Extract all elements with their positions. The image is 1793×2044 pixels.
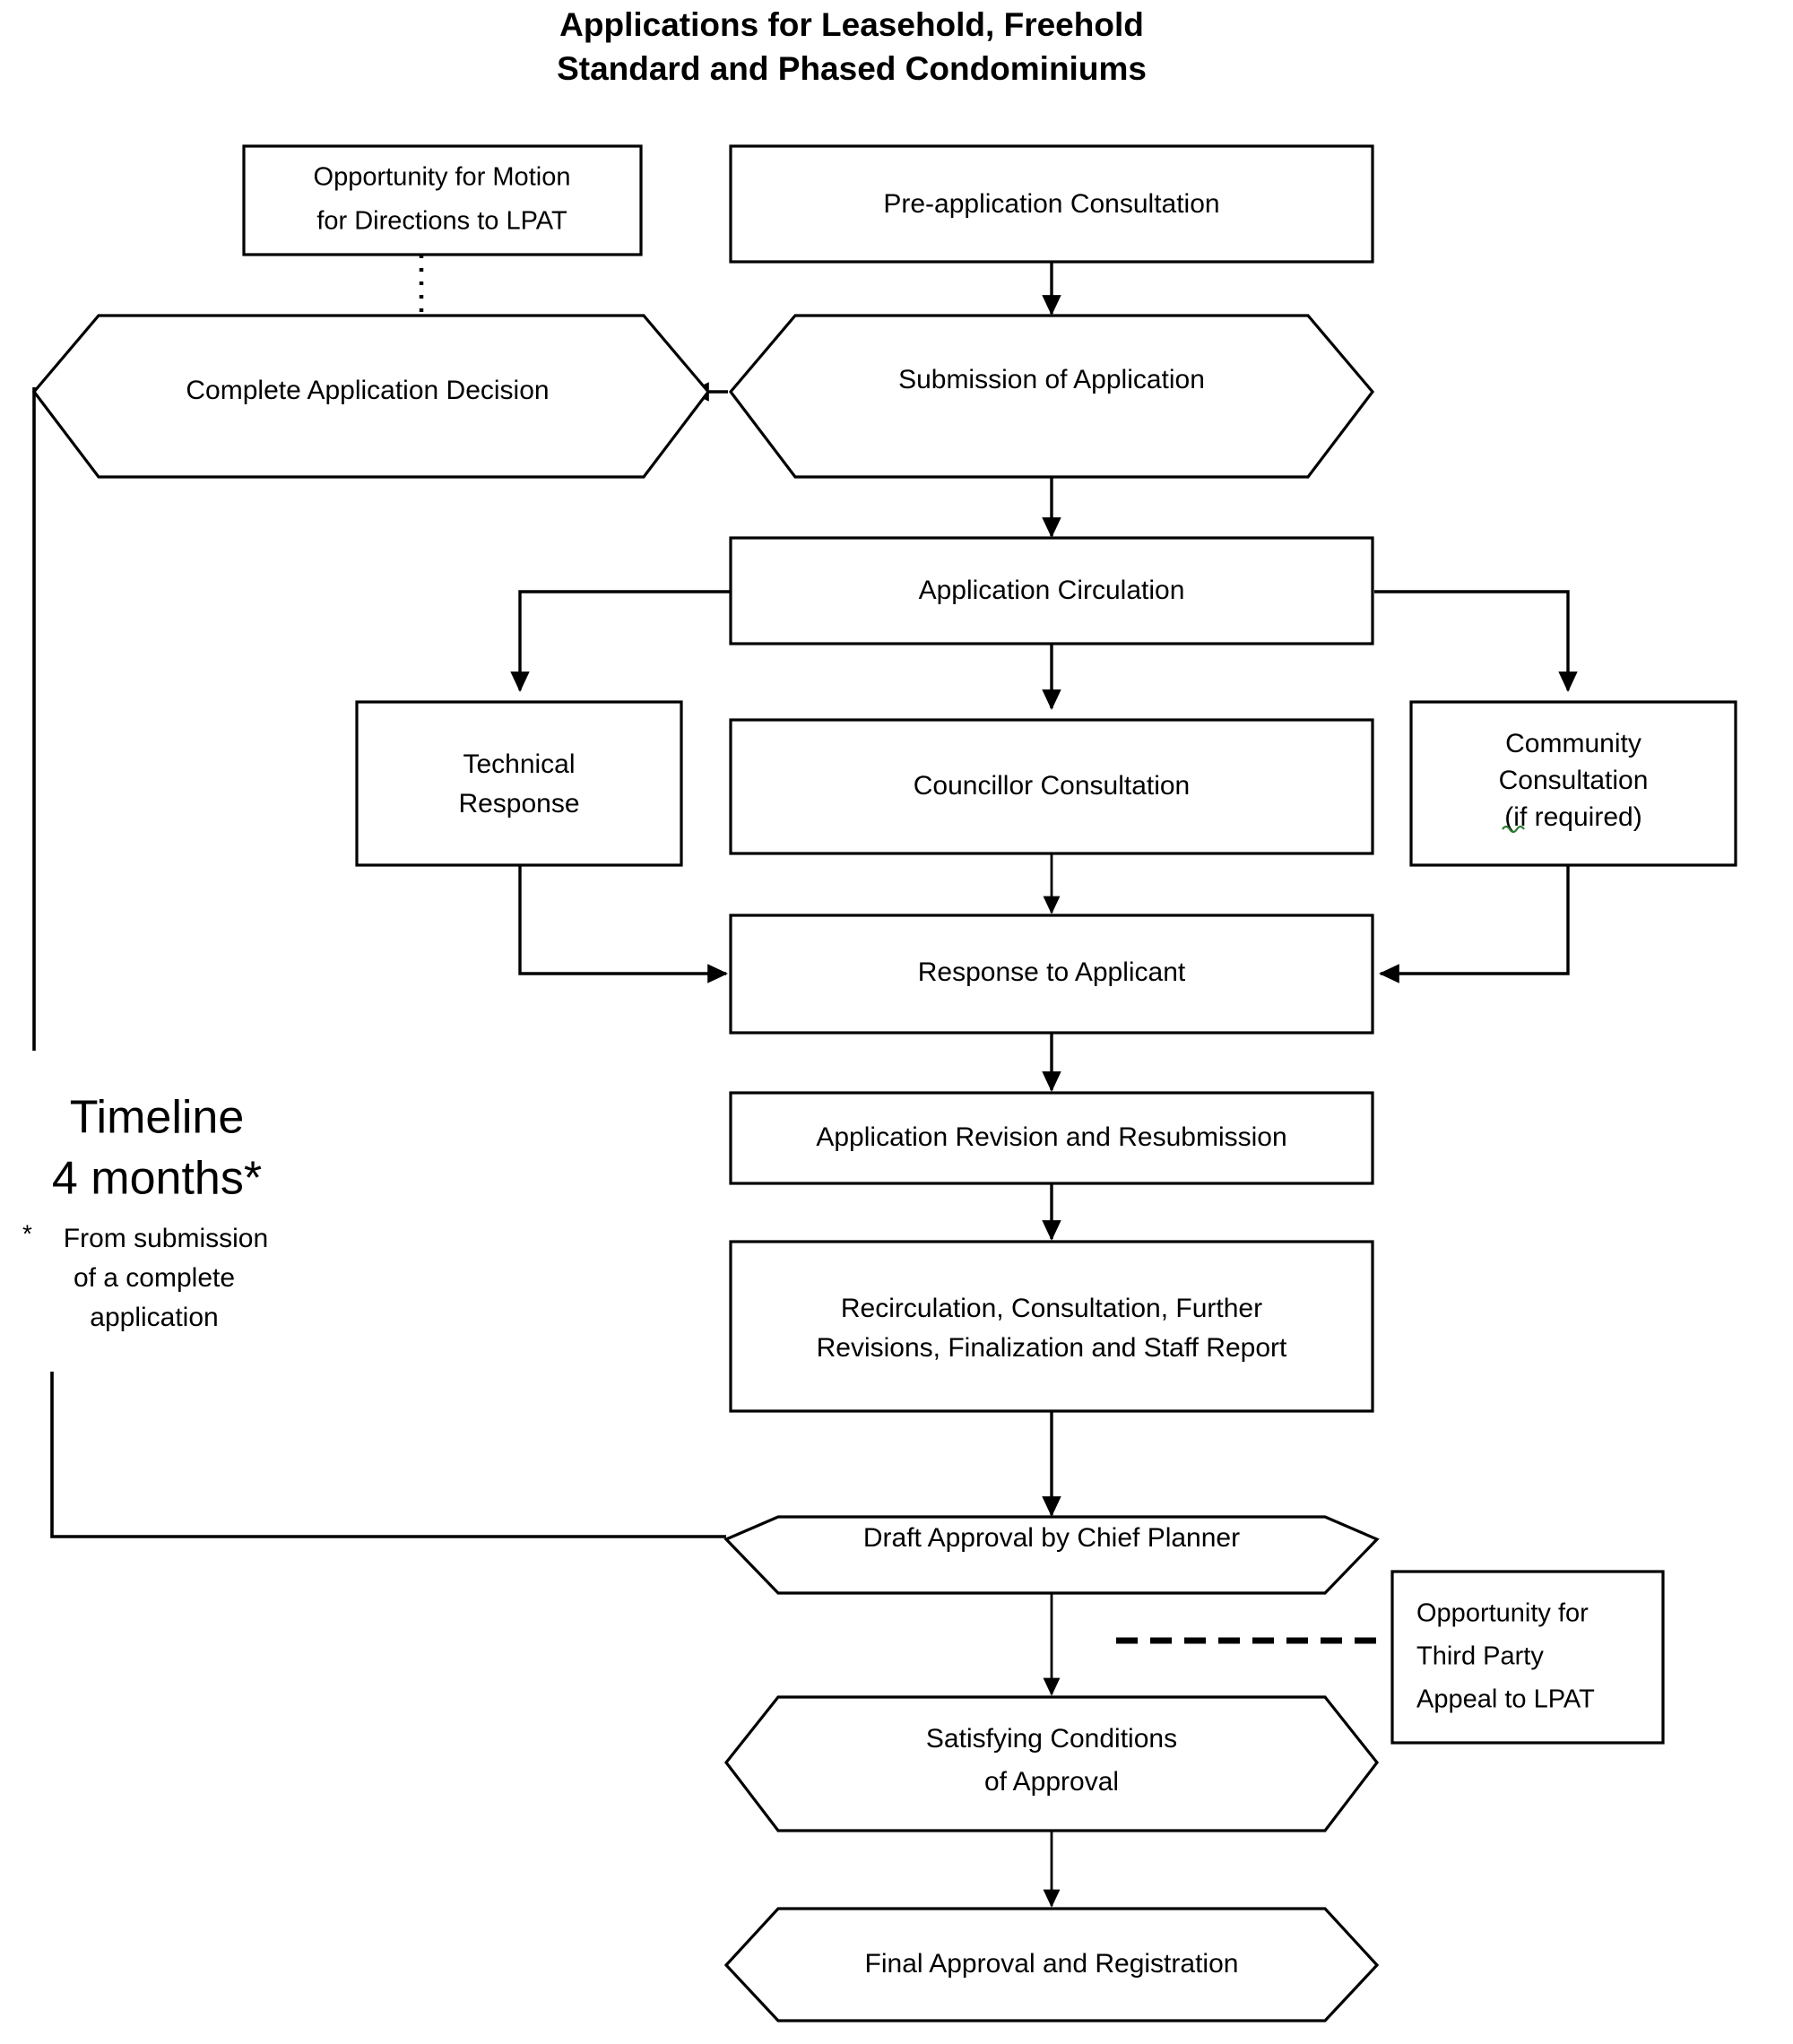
node-councillor-consultation[interactable]: Councillor Consultation xyxy=(729,718,1374,855)
node-application-revision[interactable]: Application Revision and Resubmission xyxy=(729,1091,1374,1185)
node-motion-for-directions-line-2: for Directions to LPAT xyxy=(316,207,567,236)
node-application-revision-label: Application Revision and Resubmission xyxy=(816,1122,1286,1152)
node-technical-response-line-2: Response xyxy=(458,789,579,818)
spellcheck-squiggle-icon xyxy=(1502,825,1525,834)
node-pre-application-consultation[interactable]: Pre-application Consultation xyxy=(729,144,1374,264)
node-recirculation-box xyxy=(729,1240,1374,1413)
node-technical-response-line-1: Technical xyxy=(463,749,575,779)
node-draft-approval-hex xyxy=(723,1515,1380,1595)
title-line-1: Applications for Leasehold, Freehold xyxy=(559,6,1144,43)
node-recirculation[interactable]: Recirculation, Consultation, Further Rev… xyxy=(729,1240,1374,1413)
node-community-consultation[interactable]: Community Consultation (if required) xyxy=(1409,700,1737,867)
node-response-to-applicant[interactable]: Response to Applicant xyxy=(729,914,1374,1035)
node-motion-for-directions-box xyxy=(242,144,643,256)
node-application-revision-box xyxy=(729,1091,1374,1185)
node-final-approval-hex xyxy=(723,1907,1380,2022)
connector-technical-to-response xyxy=(518,865,728,983)
node-response-to-applicant-label: Response to Applicant xyxy=(918,957,1186,987)
timeline-note-line-1: From submission xyxy=(64,1224,268,1253)
timeline-footnote-star: * xyxy=(22,1219,32,1247)
node-motion-for-directions-line-1: Opportunity for Motion xyxy=(314,163,571,192)
connector-circulation-to-technical xyxy=(510,590,732,692)
timeline-heading: Timeline xyxy=(70,1092,245,1144)
timeline-duration: 4 months* xyxy=(52,1153,262,1205)
node-community-consultation-line-2: Consultation xyxy=(1499,766,1649,795)
timeline-annotation: Timeline 4 months* * From submission of … xyxy=(22,1092,268,1332)
node-final-approval[interactable]: Final Approval and Registration xyxy=(723,1907,1380,2022)
node-community-consultation-box xyxy=(1409,700,1737,867)
timeline-note-line-3: application xyxy=(90,1303,218,1332)
node-response-to-applicant-box xyxy=(729,914,1374,1035)
node-complete-application-decision-hex xyxy=(31,314,711,479)
node-application-circulation[interactable]: Application Circulation xyxy=(729,536,1374,645)
node-application-circulation-label: Application Circulation xyxy=(919,576,1185,605)
node-third-party-appeal-line-1: Opportunity for xyxy=(1416,1599,1589,1628)
timeline-note-line-2: of a complete xyxy=(74,1263,235,1293)
title-line-2: Standard and Phased Condominiums xyxy=(557,50,1147,87)
node-draft-approval-label: Draft Approval by Chief Planner xyxy=(863,1523,1240,1553)
node-councillor-consultation-label: Councillor Consultation xyxy=(914,771,1191,801)
node-submission-of-application-hex xyxy=(728,314,1375,479)
node-motion-for-directions[interactable]: Opportunity for Motion for Directions to… xyxy=(242,144,643,256)
node-third-party-appeal-line-3: Appeal to LPAT xyxy=(1416,1685,1595,1714)
node-community-consultation-line-1: Community xyxy=(1505,729,1641,758)
node-technical-response-box xyxy=(355,700,683,867)
node-final-approval-label: Final Approval and Registration xyxy=(865,1949,1239,1979)
connector-community-to-response xyxy=(1379,865,1570,983)
node-recirculation-line-1: Recirculation, Consultation, Further xyxy=(841,1294,1262,1323)
node-submission-of-application-label: Submission of Application xyxy=(898,365,1205,394)
node-pre-application-consultation-label: Pre-application Consultation xyxy=(883,189,1219,219)
node-technical-response[interactable]: Technical Response xyxy=(355,700,683,867)
node-satisfying-conditions-line-2: of Approval xyxy=(984,1767,1119,1797)
node-submission-of-application[interactable]: Submission of Application xyxy=(728,314,1375,479)
node-complete-application-decision-label: Complete Application Decision xyxy=(186,376,549,405)
node-pre-application-consultation-box xyxy=(729,144,1374,264)
connector-circulation-to-community xyxy=(1374,590,1578,692)
timeline-bracket-lower xyxy=(50,1372,726,1538)
node-third-party-appeal-line-2: Third Party xyxy=(1416,1642,1544,1671)
node-councillor-consultation-box xyxy=(729,718,1374,855)
node-satisfying-conditions-hex xyxy=(723,1695,1380,1832)
node-third-party-appeal-box xyxy=(1390,1570,1665,1745)
diagram-title: Applications for Leasehold, Freehold Sta… xyxy=(557,6,1147,87)
node-third-party-appeal[interactable]: Opportunity for Third Party Appeal to LP… xyxy=(1390,1570,1665,1745)
node-satisfying-conditions[interactable]: Satisfying Conditions of Approval xyxy=(723,1695,1380,1832)
node-community-consultation-line-3: (if required) xyxy=(1504,802,1641,832)
node-application-circulation-box xyxy=(729,536,1374,645)
node-draft-approval[interactable]: Draft Approval by Chief Planner xyxy=(723,1515,1380,1595)
node-satisfying-conditions-line-1: Satisfying Conditions xyxy=(926,1724,1177,1754)
node-complete-application-decision[interactable]: Complete Application Decision xyxy=(31,314,711,479)
node-recirculation-line-2: Revisions, Finalization and Staff Report xyxy=(817,1333,1287,1363)
